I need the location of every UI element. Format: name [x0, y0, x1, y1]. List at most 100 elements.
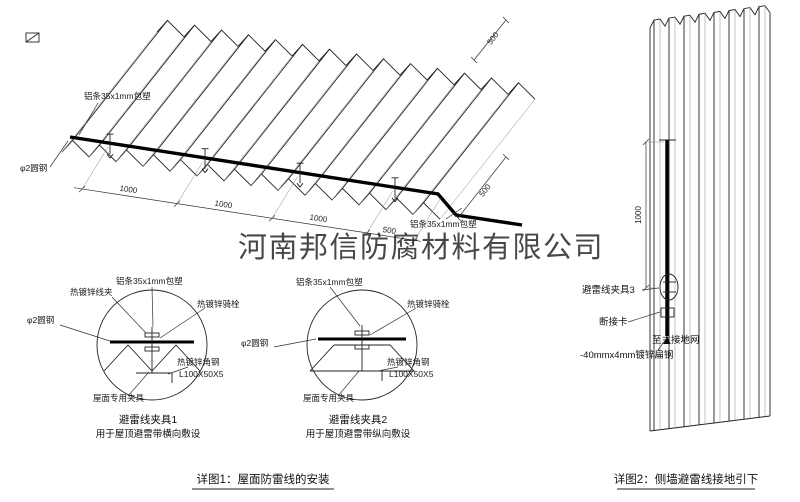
- wire-clamp-mark: [109, 153, 114, 159]
- roof-ridge-line: [153, 34, 249, 156]
- disconnect-link: [660, 307, 675, 318]
- detail-view-1: 热镀锌线夹 铝条35x1mm包塑 热镀锌骑栓 φ2圆钢 热镀锌角钢 L100X5…: [27, 276, 240, 440]
- roof-ridge-line: [88, 36, 185, 157]
- roof-fixture-label: 屋面专用夹具: [93, 393, 145, 403]
- dimension-value: 1000: [309, 213, 329, 225]
- roof-ridge-line: [396, 77, 492, 199]
- roof-ridge-line: [207, 44, 303, 165]
- captions: 详图1：屋面防雷线的安装 详图2：侧墙避雷线接地引下: [192, 472, 758, 490]
- dimension-tick: [502, 16, 510, 24]
- caption-detail1: 详图1：屋面防雷线的安装: [197, 472, 330, 486]
- roof-dimension-chain: 1000 1000 1000 500: [73, 146, 441, 244]
- wall-corrugation-ribs: [653, 5, 766, 431]
- clamp-highlight-circle: [659, 273, 679, 301]
- leader-line: [59, 324, 111, 342]
- dimension-value: 1000: [634, 206, 643, 224]
- wall-elevation-view: 1000 避雷线夹具3 断接卡 至主接地网 -40mmx4mm镀锌扁钢: [580, 5, 771, 432]
- angle-steel: [136, 372, 173, 383]
- dimension-extension-line: [366, 190, 394, 233]
- dimension-tick: [454, 214, 462, 222]
- detail-marker-icon: [25, 32, 40, 43]
- roof-ridge-line: [196, 55, 293, 177]
- to-ground-label: 至主接地网: [652, 334, 700, 346]
- roof-ridge-line: [423, 82, 519, 204]
- dimension-value: 500: [477, 182, 493, 198]
- wire-clamp-mark: [296, 182, 301, 188]
- roof-wire-clamps: [106, 133, 399, 203]
- dimension-tick: [470, 56, 478, 64]
- dimension-tick: [502, 153, 510, 161]
- detail-marker-icon: [25, 32, 40, 43]
- rod-label: φ2圆钢: [27, 315, 54, 325]
- leader-line: [657, 337, 668, 351]
- wall-clamp-label: 避雷线夹具3: [582, 284, 635, 296]
- roof-ridge-line: [72, 20, 168, 141]
- clamp-plate: [144, 346, 160, 352]
- dimension-extension-line: [176, 161, 204, 204]
- roof-ridge-line: [142, 46, 239, 167]
- dimension-extension-line: [414, 198, 441, 241]
- wall-dimension: 1000: [634, 138, 664, 292]
- disconnect-label: 断接卡: [599, 316, 628, 328]
- roof-ridge-line: [369, 72, 465, 194]
- dimension-value: 1000: [119, 184, 139, 196]
- detail-circle: [306, 289, 418, 401]
- ground-arrow-icon: [663, 336, 671, 344]
- angle-steel-label: 热镀锌角钢: [387, 357, 430, 367]
- dimension-value: 500: [382, 225, 397, 236]
- roof-ridge-line: [180, 39, 276, 160]
- roof-ridge-line: [115, 41, 212, 162]
- dimension-extension-line: [81, 146, 109, 190]
- wire-clamp-mark: [299, 182, 304, 188]
- saddle-bolt-label: 热镀锌骑栓: [197, 299, 240, 309]
- leader-line: [78, 102, 99, 136]
- leader-line: [127, 371, 150, 397]
- leader-line: [159, 307, 206, 339]
- angle-size-label: L100X50X5: [389, 369, 434, 379]
- detail1-title: 避雷线夹具1: [119, 413, 177, 426]
- leader-line: [49, 140, 69, 168]
- detail1-subtitle: 用于屋顶避雷带横向敷设: [96, 428, 201, 440]
- flat-steel-label: -40mmx4mm镀锌扁钢: [580, 349, 673, 361]
- roof-rod-label: φ2圆钢: [20, 163, 47, 173]
- leader-line: [369, 307, 417, 336]
- roof-strip-label-right: 铝条35x1mm包塑: [410, 219, 477, 229]
- leader-line: [337, 370, 360, 397]
- wire-clamp-mark: [391, 197, 396, 203]
- dimension-tick: [642, 138, 650, 146]
- rod-label: φ2圆钢: [241, 338, 268, 348]
- dimension-value: 1000: [214, 199, 234, 211]
- roof-ridge-line: [223, 60, 320, 181]
- angle-size-label: L100X50X5: [179, 369, 224, 379]
- strip-label: 铝条35x1mm包塑: [116, 276, 183, 286]
- roof-ridge-line: [331, 79, 428, 201]
- caption-detail2: 详图2：侧墙避雷线接地引下: [614, 472, 758, 486]
- wire-clamp-mark: [201, 168, 206, 173]
- wire-clamp-mark: [394, 197, 399, 203]
- roof-ridge-line: [358, 84, 455, 205]
- leader-line: [627, 311, 661, 323]
- roof-ridge-line: [261, 53, 357, 175]
- roof-isometric-view: 1000 1000 1000 500 500 500 铝条35x1mm包塑 φ2…: [20, 16, 536, 244]
- roof-ridge-line: [342, 68, 438, 189]
- dimension-ticks: [78, 146, 441, 244]
- roof-ridge-line: [234, 48, 330, 170]
- roof-top-dimension: 500: [470, 16, 510, 64]
- roof-ridge-line: [412, 94, 509, 215]
- leader-line: [167, 366, 189, 375]
- wire-clamp-mark: [106, 153, 111, 159]
- roof-fixture-label: 屋面专用夹具: [303, 393, 355, 403]
- wire-clip-label: 热镀锌线夹: [70, 287, 113, 297]
- detail-view-2: 铝条35x1mm包塑 热镀锌骑栓 φ2圆钢 热镀锌角钢 L100X50X5 屋面…: [241, 277, 450, 440]
- roof-side-dimension: 500: [454, 153, 510, 222]
- saddle-bolt-label: 热镀锌骑栓: [407, 299, 450, 309]
- clamp-plate: [354, 330, 370, 336]
- dimension-line: [457, 156, 507, 219]
- leader-line: [445, 207, 463, 220]
- roof-ridge-line: [315, 63, 411, 184]
- strip-label: 铝条35x1mm包塑: [296, 277, 363, 287]
- roof-back-edge: [156, 19, 536, 100]
- angle-steel-label: 热镀锌角钢: [177, 357, 220, 367]
